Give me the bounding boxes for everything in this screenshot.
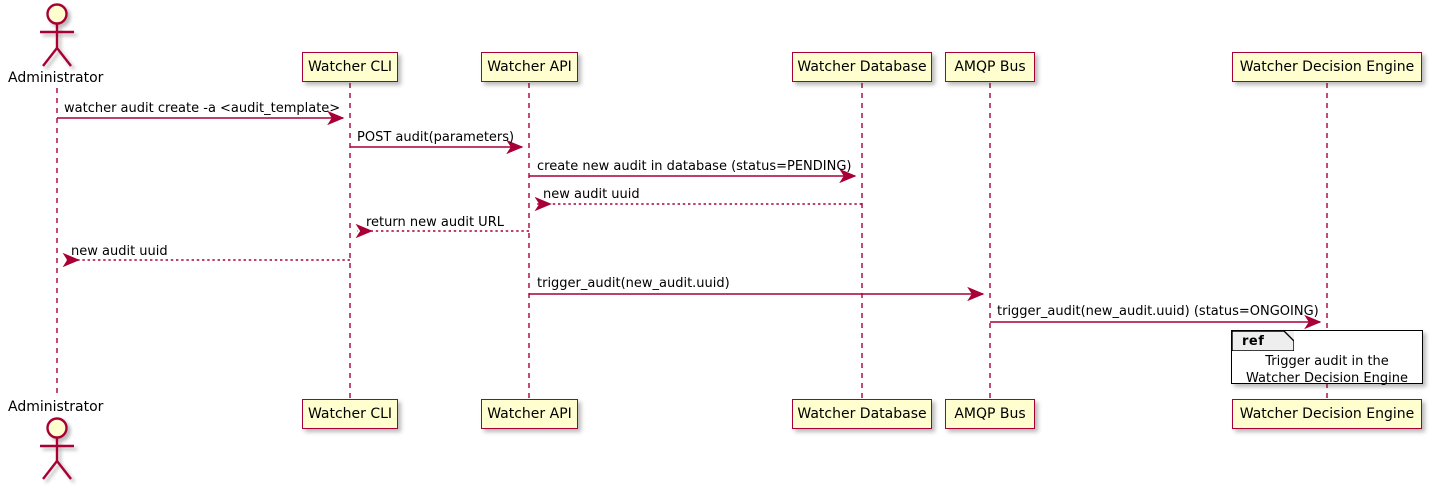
participant-label: Watcher API [487, 406, 572, 422]
participant-watcher-decision-engine-bottom[interactable]: Watcher Decision Engine [1232, 399, 1422, 429]
actor-administrator-bottom [40, 417, 74, 480]
ref-body-line-2: Watcher Decision Engine [1246, 371, 1408, 386]
lifelines [56, 83, 1328, 398]
ref-keyword-label: ref [1242, 334, 1265, 349]
participant-label: Watcher CLI [307, 59, 393, 75]
participant-label: Watcher CLI [307, 406, 393, 422]
ref-tab-shape [1232, 331, 1294, 351]
participant-label: Watcher Decision Engine [1239, 406, 1415, 422]
ref-body-text: Trigger audit in the Watcher Decision En… [1232, 353, 1422, 387]
message-label-new-audit-uuid-cli: new audit uuid [71, 244, 168, 259]
message-arrows [57, 110, 1322, 330]
participant-watcher-decision-engine-top[interactable]: Watcher Decision Engine [1232, 52, 1422, 82]
participant-label: Watcher API [487, 59, 572, 75]
participant-watcher-cli-bottom[interactable]: Watcher CLI [302, 399, 398, 429]
participant-label: AMQP Bus [954, 406, 1026, 422]
participant-amqp-bus-top[interactable]: AMQP Bus [945, 52, 1035, 82]
message-label-create-new-audit: create new audit in database (status=PEN… [537, 159, 852, 174]
actor-label-administrator-bottom: Administrator [8, 399, 104, 415]
message-label-new-audit-uuid-db: new audit uuid [543, 187, 640, 202]
message-label-trigger-audit: trigger_audit(new_audit.uuid) [537, 276, 730, 291]
participant-label: Watcher Database [797, 406, 927, 422]
message-label-return-new-audit-url: return new audit URL [366, 215, 504, 230]
message-label-watcher-audit-create: watcher audit create -a <audit_template> [64, 101, 341, 116]
ref-body-line-1: Trigger audit in the [1265, 354, 1389, 369]
participant-watcher-database-bottom[interactable]: Watcher Database [792, 399, 932, 429]
participant-label: Watcher Decision Engine [1239, 59, 1415, 75]
participant-watcher-cli-top[interactable]: Watcher CLI [302, 52, 398, 82]
participant-label: Watcher Database [797, 59, 927, 75]
participant-label: AMQP Bus [954, 59, 1026, 75]
message-label-trigger-audit-ongoing: trigger_audit(new_audit.uuid) (status=ON… [997, 304, 1319, 319]
actor-label-administrator-top: Administrator [8, 70, 104, 86]
participant-watcher-api-top[interactable]: Watcher API [481, 52, 578, 82]
participant-amqp-bus-bottom[interactable]: AMQP Bus [945, 399, 1035, 429]
actor-administrator-top [40, 3, 74, 67]
participant-watcher-api-bottom[interactable]: Watcher API [481, 399, 578, 429]
message-label-post-audit: POST audit(parameters) [357, 130, 515, 145]
participant-watcher-database-top[interactable]: Watcher Database [792, 52, 932, 82]
ref-fragment: ref Trigger audit in the Watcher Decisio… [1231, 330, 1423, 387]
